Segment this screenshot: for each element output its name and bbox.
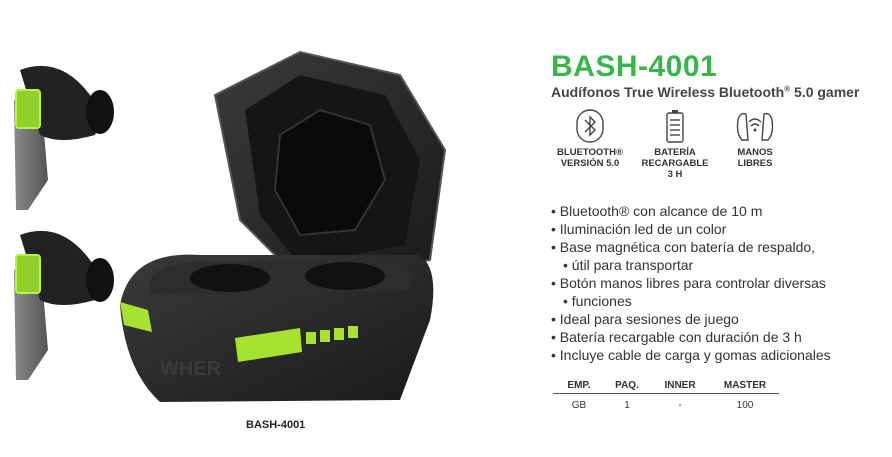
spec-item: Ideal para sesiones de juego [551,310,871,328]
product-image: WHER [14,50,447,402]
feature-label: BLUETOOTH®VERSIÓN 5.0 [557,147,623,169]
packing-header: INNER [649,378,711,394]
image-caption: BASH-4001 [246,419,306,431]
earbud-top [14,65,114,210]
spec-item: Batería recargable con duración de 3 h [551,328,871,346]
packing-header-row: EMP. PAQ. INNER MASTER [553,378,779,394]
hands-free-icon [736,112,774,141]
packing-header: PAQ. [605,378,649,394]
spec-item: Iluminación led de un color [551,220,871,238]
packing-cell: GB [571,400,587,411]
spec-item: Botón manos libres para controlar divers… [551,274,871,292]
product-subtitle: Audífonos True Wireless Bluetooth® 5.0 g… [551,84,859,100]
spec-item: Bluetooth® con alcance de 10 m [551,202,871,220]
feature-bluetooth: BLUETOOTH®VERSIÓN 5.0 [551,108,629,169]
packing-cell: - [678,400,682,411]
packing-row: GB 1 - 100 [553,394,779,414]
subtitle-main: Audífonos True Wireless Bluetooth [551,84,785,100]
case-brand: WHER [160,358,222,380]
spec-list: Bluetooth® con alcance de 10 m Iluminaci… [551,202,871,364]
packing-cell: 1 [624,400,630,411]
case-base [120,254,434,402]
subtitle-registered-mark: ® [784,84,791,94]
spec-item: Base magnética con batería de respaldo, [551,238,871,256]
spec-item-continuation: funciones [551,292,871,310]
case-lid [213,50,447,282]
subtitle-suffix: 5.0 gamer [790,84,860,100]
spec-item-continuation: útil para transportar [551,256,871,274]
product-model: BASH-4001 [551,50,718,83]
battery-icon [666,110,684,143]
packing-header: EMP. [553,378,605,394]
spec-item: Incluye cable de carga y gomas adicional… [551,346,871,364]
bluetooth-icon [576,109,604,143]
packing-table: EMP. PAQ. INNER MASTER GB 1 - 100 [553,378,779,413]
packing-header: MASTER [711,378,779,394]
earbud-bottom [14,230,114,380]
packing-cell: 100 [736,400,754,411]
